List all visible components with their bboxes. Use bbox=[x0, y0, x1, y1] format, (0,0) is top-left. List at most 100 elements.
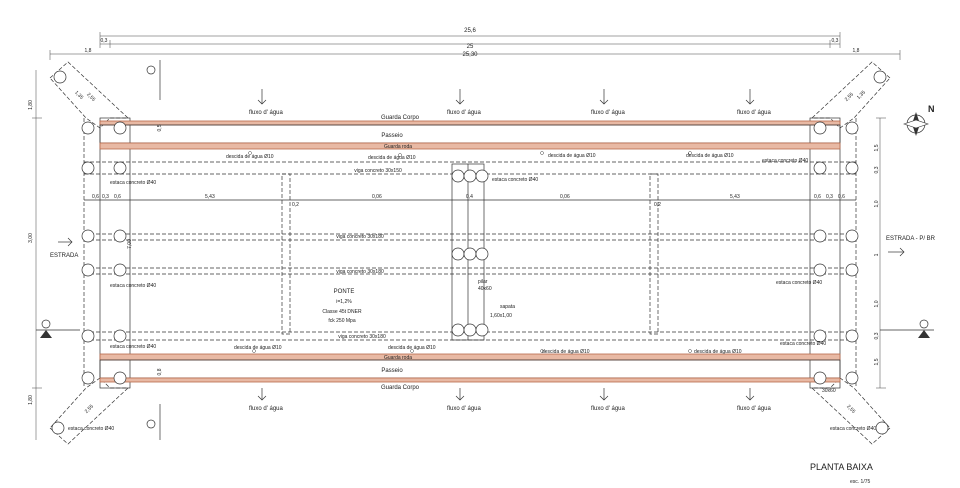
section-marker-right bbox=[880, 319, 934, 338]
flow-label-bottom-2: fluxo d' água bbox=[447, 406, 482, 412]
mid-dim-3: 0,4 bbox=[466, 194, 473, 200]
section-marker-left bbox=[36, 319, 80, 338]
drain-label-7: descida de água Ø10 bbox=[542, 349, 590, 355]
dim-inner: 25,30 bbox=[462, 52, 478, 58]
label-viga-top: viga concreto 30x150 bbox=[354, 168, 402, 174]
label-inclinacao: i=1,2% bbox=[336, 299, 352, 305]
drain-label-1: descida de água Ø10 bbox=[226, 154, 274, 160]
estaca-label-8: estaca concreto Ø40 bbox=[68, 426, 114, 432]
wing-walls: 2,55 1,35 2,55 1,35 2,55 2,55 bbox=[49, 61, 891, 445]
mid-dim-2: 0,06 bbox=[372, 194, 382, 200]
drawing-scale: esc. 1/75 bbox=[850, 479, 871, 485]
wing-dim-b: 1,35 bbox=[73, 90, 84, 101]
mid-dim-1: 5,43 bbox=[205, 194, 215, 200]
deck: Guarda Corpo Passeio Guarda roda Guarda … bbox=[99, 115, 841, 391]
label-sapata: sapata bbox=[500, 304, 515, 310]
drain-label-8: descida de água Ø10 bbox=[694, 349, 742, 355]
estaca-label-2: estaca concreto Ø40 bbox=[110, 283, 156, 289]
flow-label-top-3: fluxo d' água bbox=[591, 110, 626, 116]
guarda-corpo-top bbox=[99, 120, 841, 126]
flow-label-top-1: fluxo d' água bbox=[249, 110, 284, 116]
label-pilar: pilar bbox=[478, 279, 488, 285]
section-marker-bottom bbox=[146, 404, 161, 440]
drain-label-4: descida de água Ø10 bbox=[686, 153, 734, 159]
title-block: PLANTA BAIXA esc. 1/75 bbox=[810, 462, 873, 485]
edge-dim-r3: 0,6 bbox=[838, 194, 845, 200]
road-arrows: ESTRADA ESTRADA - P/ BR bbox=[50, 236, 936, 259]
dim-ext-left: 1,8 bbox=[85, 48, 92, 54]
estaca-label-3: estaca concreto Ø40 bbox=[110, 344, 156, 350]
drains: descida de água Ø10 descida de água Ø10 … bbox=[226, 151, 742, 355]
top-dimensions: 25,6 0,3 0,3 25 1,8 1,8 25,30 bbox=[49, 28, 901, 60]
flow-label-top-4: fluxo d' água bbox=[737, 110, 772, 116]
guarda-corpo-bottom bbox=[99, 377, 841, 383]
dim-small-left: 0,3 bbox=[101, 38, 108, 44]
dim-right-1: 0,3 bbox=[874, 166, 880, 173]
label-guarda-corpo-bottom: Guarda Corpo bbox=[381, 385, 420, 391]
label-estrada-right: ESTRADA - P/ BR bbox=[886, 236, 936, 242]
label-passeio-bottom: Passeio bbox=[381, 368, 403, 374]
flow-arrow-bottom-2 bbox=[455, 388, 465, 401]
label-guarda-roda-top: Guarda roda bbox=[384, 144, 412, 150]
flow-arrow-bottom-3 bbox=[599, 388, 609, 401]
flow-arrows: fluxo d' água fluxo d' água fluxo d' águ… bbox=[249, 89, 772, 412]
flow-arrow-top-3 bbox=[599, 89, 609, 105]
dim-side-main: 3,00 bbox=[28, 233, 34, 243]
flow-label-top-2: fluxo d' água bbox=[447, 110, 482, 116]
guarda-roda-top bbox=[99, 142, 841, 150]
label-sapata-dim: 1,60x1,00 bbox=[490, 313, 512, 319]
drain-label-5: descida de água Ø10 bbox=[234, 345, 282, 351]
edge-dim-2: 0,3 bbox=[102, 194, 109, 200]
estaca-label-6: estaca concreto Ø40 bbox=[776, 280, 822, 286]
drain-label-3: descida de água Ø10 bbox=[548, 153, 596, 159]
dim-small-right: 0,3 bbox=[832, 38, 839, 44]
estaca-label-7: estaca concreto Ø40 bbox=[780, 341, 826, 347]
flow-arrow-bottom-4 bbox=[745, 388, 755, 401]
north-arrow: N bbox=[903, 104, 935, 136]
mid-dim-5: 5,43 bbox=[730, 194, 740, 200]
flow-label-bottom-1: fluxo d' água bbox=[249, 406, 284, 412]
label-guarda-corpo-top: Guarda Corpo bbox=[381, 115, 420, 121]
drain-label-6: descida de água Ø10 bbox=[388, 345, 436, 351]
piles bbox=[81, 121, 859, 385]
inner-vert-dim: 7,00 bbox=[127, 239, 133, 249]
estaca-label-1: estaca concreto Ø40 bbox=[110, 180, 156, 186]
section-markers bbox=[36, 60, 934, 440]
label-viga-mid1: viga concreto 30x180 bbox=[336, 234, 384, 240]
road-arrow-right bbox=[888, 247, 905, 257]
edge-dim-r1: 0,6 bbox=[814, 194, 821, 200]
label-30x60: 30x60 bbox=[822, 388, 836, 394]
estaca-label-9: estaca concreto Ø40 bbox=[830, 426, 876, 432]
dim-right-2: 1,0 bbox=[874, 200, 880, 207]
right-dimensions: 1,5 0,3 1,0 1 1,0 0,3 1,5 bbox=[874, 117, 886, 389]
flow-arrow-top-1 bbox=[257, 89, 267, 105]
edge-dim-1: 0,6 bbox=[92, 194, 99, 200]
flow-arrow-top-2 bbox=[455, 89, 465, 105]
dim-right-6: 1,5 bbox=[874, 358, 880, 365]
dim-side-bottom: 1,80 bbox=[28, 395, 34, 405]
label-ponte: PONTE bbox=[334, 289, 355, 295]
left-small-1: 0,8 bbox=[157, 368, 163, 375]
label-guarda-roda-bottom: Guarda roda bbox=[384, 355, 412, 361]
label-estrada-left: ESTRADA bbox=[50, 253, 78, 259]
vert-small-1: 0,2 bbox=[292, 202, 299, 208]
drawing-title: PLANTA BAIXA bbox=[810, 462, 873, 472]
label-pilar-dim: 40x60 bbox=[478, 286, 492, 292]
label-viga-mid2: viga concreto 30x180 bbox=[336, 269, 384, 275]
left-small-0: 0,5 bbox=[157, 124, 163, 131]
edge-dim-3: 0,6 bbox=[114, 194, 121, 200]
left-dimensions: 1,80 3,00 1,80 bbox=[28, 70, 42, 440]
flow-label-bottom-3: fluxo d' água bbox=[591, 406, 626, 412]
dim-right-3: 1 bbox=[874, 253, 880, 256]
flow-label-bottom-4: fluxo d' água bbox=[737, 406, 772, 412]
dim-right-0: 1,5 bbox=[874, 144, 880, 151]
edge-dim-r2: 0,3 bbox=[826, 194, 833, 200]
dim-right-5: 0,3 bbox=[874, 332, 880, 339]
estaca-labels: estaca concreto Ø40 estaca concreto Ø40 … bbox=[68, 158, 876, 432]
drain-label-2: descida de água Ø10 bbox=[368, 155, 416, 161]
mid-dimensions: 0,6 0,3 0,6 5,43 0,06 0,4 0,06 5,43 0,6 … bbox=[92, 124, 845, 375]
center-notes: PONTE i=1,2% Classe 45t DNER fck 250 Mpa… bbox=[322, 279, 835, 394]
flow-arrow-top-4 bbox=[745, 89, 755, 105]
dim-span: 25 bbox=[467, 44, 474, 50]
